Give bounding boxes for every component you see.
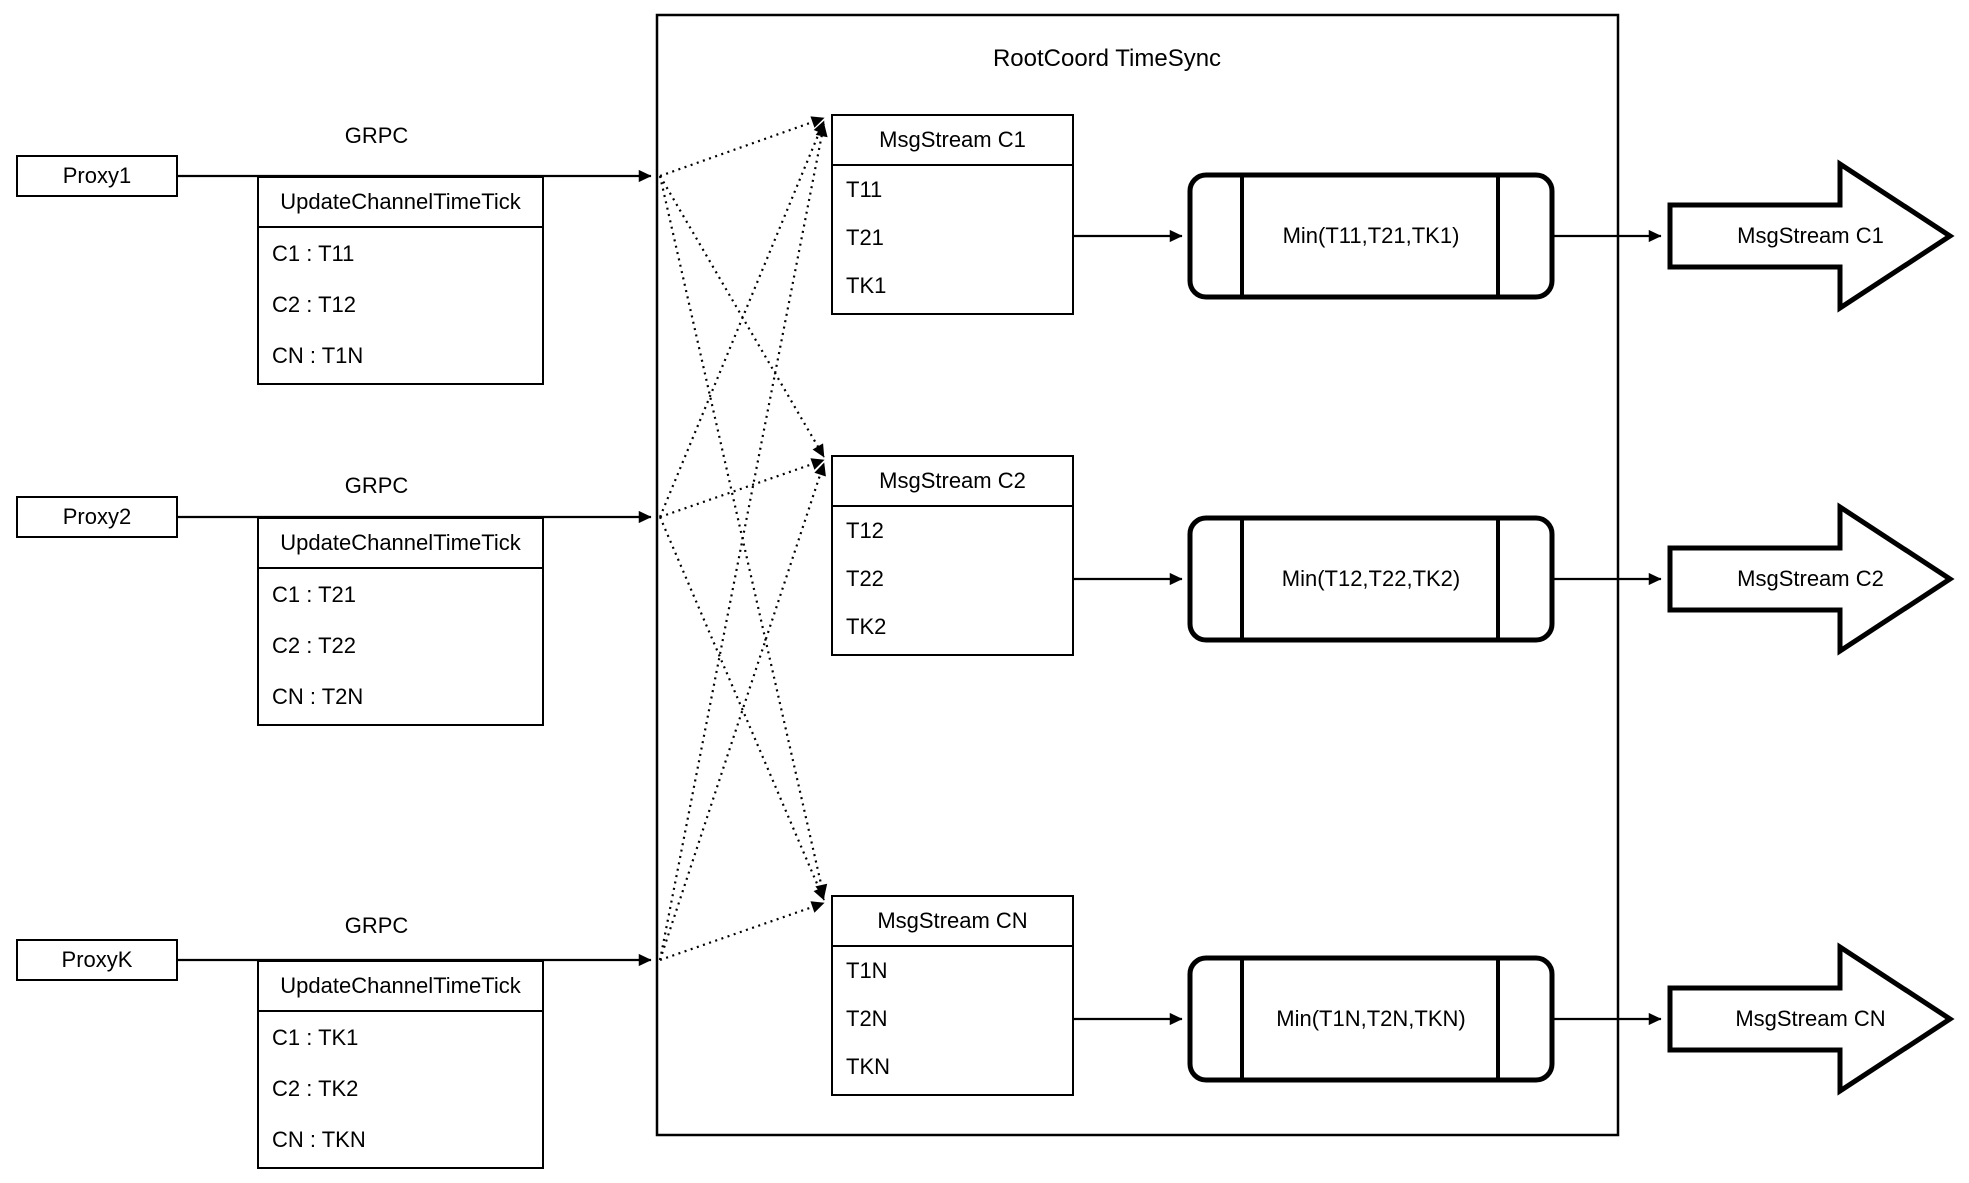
timetick-entry: C1 : T11 xyxy=(272,240,355,266)
timetick-entry: C2 : TK2 xyxy=(272,1075,359,1101)
stream-entry: T12 xyxy=(846,518,884,543)
update-timetick-table-2: UpdateChannelTimeTick C1 : T21 C2 : T22 … xyxy=(257,517,544,726)
update-timetick-header-3: UpdateChannelTimeTick xyxy=(259,962,542,1012)
stream-entry: TKN xyxy=(846,1054,890,1079)
proxyk-box: ProxyK xyxy=(16,939,178,981)
timetick-entry: C1 : TK1 xyxy=(272,1024,359,1050)
update-timetick-header-2: UpdateChannelTimeTick xyxy=(259,519,542,569)
grpc-label-2: GRPC xyxy=(344,473,409,498)
output-arrow-label-c2: MsgStream C2 xyxy=(1737,566,1884,591)
fanout-p2-c1 xyxy=(658,120,826,518)
msgstream-table-c1: MsgStream C1 T11 T21 TK1 xyxy=(831,114,1074,315)
stream-entry: T22 xyxy=(846,566,884,591)
min-label-c1: Min(T11,T21,TK1) xyxy=(1282,223,1460,248)
output-arrow-label-cn: MsgStream CN xyxy=(1735,1006,1886,1031)
timetick-entry: C2 : T22 xyxy=(272,632,356,658)
msgstream-header-cn: MsgStream CN xyxy=(833,897,1072,947)
update-timetick-table-3: UpdateChannelTimeTick C1 : TK1 C2 : TK2 … xyxy=(257,960,544,1169)
msgstream-header-c1: MsgStream C1 xyxy=(833,116,1072,166)
update-timetick-table-1: UpdateChannelTimeTick C1 : T11 C2 : T12 … xyxy=(257,176,544,385)
fanout-pk-c1 xyxy=(658,123,828,961)
fanout-p2-c2 xyxy=(659,458,825,519)
stream-entry: T1N xyxy=(846,958,888,983)
timetick-entry: CN : TKN xyxy=(272,1126,366,1152)
timetick-entry: CN : T2N xyxy=(272,683,364,709)
stream-entry: TK2 xyxy=(846,614,887,639)
stream-entry: T11 xyxy=(846,177,883,202)
grpc-label-3: GRPC xyxy=(344,913,409,938)
stream-entry: TK1 xyxy=(846,273,887,298)
timetick-entry: CN : T1N xyxy=(272,342,364,368)
fanout-p1-c2 xyxy=(659,175,825,458)
output-arrow-label-c1: MsgStream C1 xyxy=(1737,223,1884,248)
output-block-arrows xyxy=(1667,159,1955,1096)
grpc-label-1: GRPC xyxy=(344,123,409,148)
fanout-p1-c1 xyxy=(659,116,825,178)
proxy1-box: Proxy1 xyxy=(16,155,178,197)
min-label-c2: Min(T12,T22,TK2) xyxy=(1281,566,1461,591)
msgstream-table-c2: MsgStream C2 T12 T22 TK2 xyxy=(831,455,1074,656)
proxy2-box: Proxy2 xyxy=(16,496,178,538)
stream-entry: T21 xyxy=(846,225,884,250)
update-timetick-header-1: UpdateChannelTimeTick xyxy=(259,178,542,228)
min-label-cn: Min(T1N,T2N,TKN) xyxy=(1276,1006,1466,1031)
rootcoord-title: RootCoord TimeSync xyxy=(992,45,1222,72)
fanout-pk-cn xyxy=(659,901,825,962)
fanout-pk-c2 xyxy=(658,462,826,961)
timetick-fanout xyxy=(658,116,828,962)
timetick-entry: C1 : T21 xyxy=(272,581,356,607)
msgstream-table-cn: MsgStream CN T1N T2N TKN xyxy=(831,895,1074,1096)
fanout-p2-cn xyxy=(658,516,826,901)
msgstream-header-c2: MsgStream C2 xyxy=(833,457,1072,507)
timetick-entry: C2 : T12 xyxy=(272,291,356,317)
fanout-p1-cn xyxy=(658,175,828,898)
stream-entry: T2N xyxy=(846,1006,888,1031)
